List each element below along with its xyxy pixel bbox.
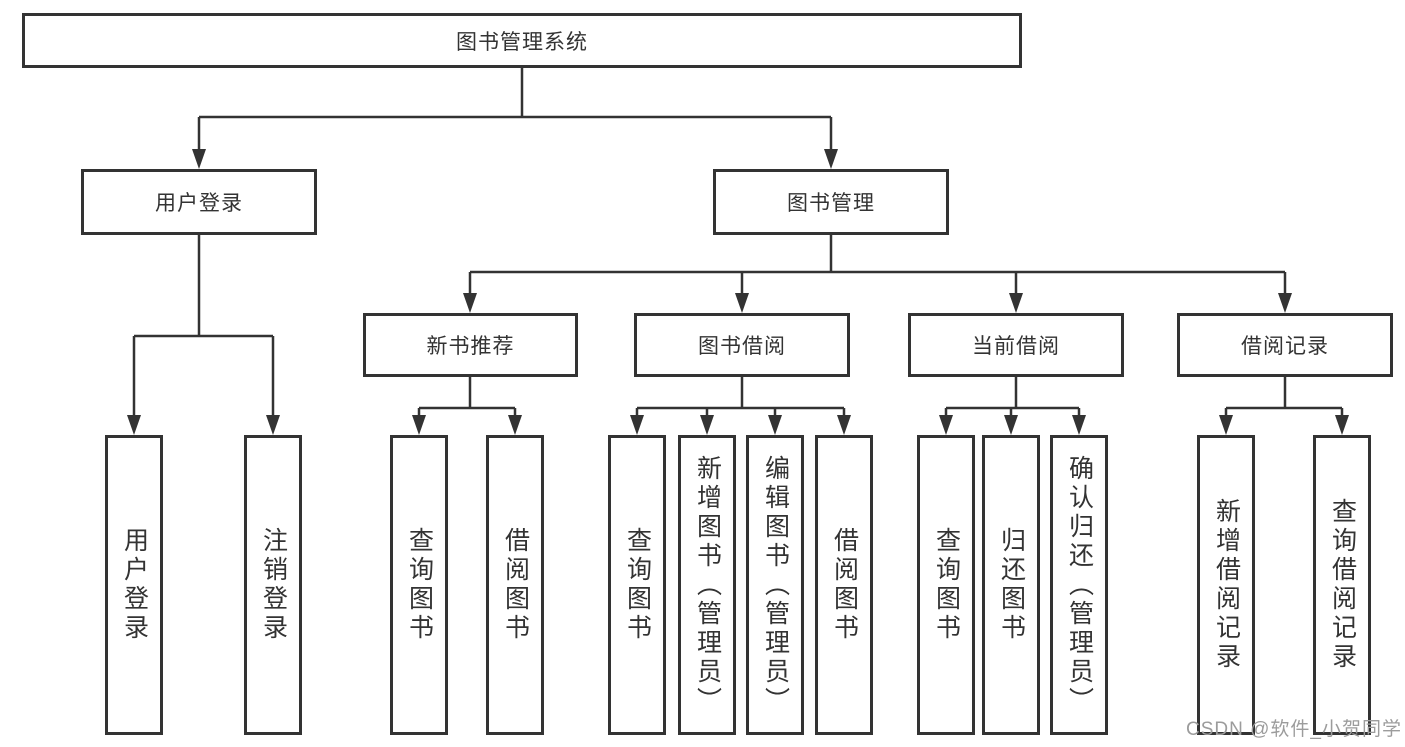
leaf-logout: 注销登录 [244,435,302,735]
leaf-user-login: 用户登录 [105,435,163,735]
leaf-query-borrow-record: 查询借阅记录 [1313,435,1371,735]
node-label: 用户登录 [120,527,149,643]
node-library-system: 图书管理系统 [22,13,1022,68]
leaf-add-book-admin: 新增图书（管理员） [678,435,736,735]
node-label: 新增图书（管理员） [693,454,722,716]
csdn-watermark: CSDN @软件_小贺同学 [1186,719,1402,740]
node-borrow-records: 借阅记录 [1177,313,1393,377]
node-new-book-recommend: 新书推荐 [363,313,578,377]
node-label: 编辑图书（管理员） [761,454,790,716]
node-label: 确认归还（管理员） [1065,454,1094,716]
node-label: 用户登录 [155,192,243,215]
node-book-borrow: 图书借阅 [634,313,850,377]
leaf-query-books-borrow: 查询图书 [608,435,666,735]
leaf-confirm-return-admin: 确认归还（管理员） [1050,435,1108,735]
node-label: 借阅记录 [1241,335,1329,358]
node-label: 归还图书 [997,527,1026,643]
node-label: 查询图书 [932,527,961,643]
node-label: 图书借阅 [698,335,786,358]
node-label: 图书管理系统 [456,30,588,54]
node-label: 借阅图书 [830,527,859,643]
node-label: 查询图书 [405,527,434,643]
node-label: 新书推荐 [426,335,515,358]
node-label: 查询图书 [623,527,652,643]
node-book-management: 图书管理 [713,169,949,235]
node-label: 图书管理 [787,192,875,215]
leaf-borrow-books-recommend: 借阅图书 [486,435,544,735]
leaf-edit-book-admin: 编辑图书（管理员） [746,435,804,735]
leaf-borrow-books: 借阅图书 [815,435,873,735]
node-label: 当前借阅 [972,335,1060,358]
node-label: 注销登录 [259,527,288,643]
leaf-query-books-recommend: 查询图书 [390,435,448,735]
leaf-return-books: 归还图书 [982,435,1040,735]
node-label: 借阅图书 [501,527,530,643]
node-user-login: 用户登录 [81,169,317,235]
node-label: 新增借阅记录 [1212,498,1241,672]
leaf-query-books-current: 查询图书 [917,435,975,735]
leaf-add-borrow-record: 新增借阅记录 [1197,435,1255,735]
node-label: 查询借阅记录 [1328,498,1357,672]
node-current-borrow: 当前借阅 [908,313,1124,377]
